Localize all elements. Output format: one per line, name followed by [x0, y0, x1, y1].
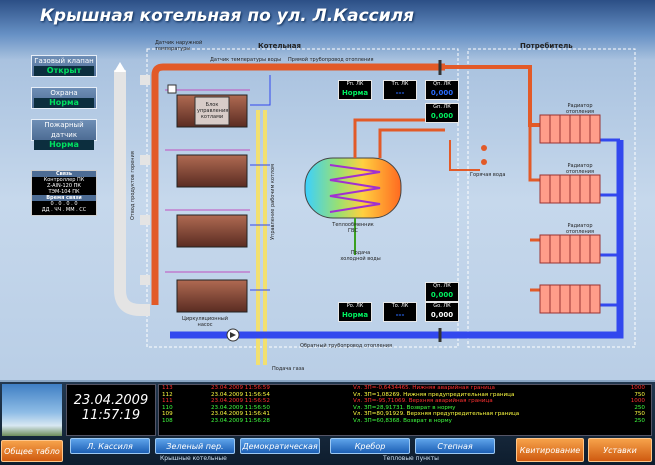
comms-title: Связь — [32, 171, 96, 177]
log-val: 750 — [634, 391, 645, 398]
zone-consumer — [467, 48, 636, 348]
radiator-label-1: Радиатор отопления — [565, 103, 595, 115]
log-id: 109 — [162, 411, 173, 418]
return-line-label: Обратный трубопровод отопления — [300, 343, 393, 349]
log-row[interactable]: 112 23.04.2009 11:56:54 Vл. ЗП=1,08269. Ни… — [159, 392, 651, 399]
app-title: Крышная котельная по ул. Л.Кассиля — [40, 6, 415, 26]
log-val: 750 — [634, 411, 645, 418]
comm-time-title: Время связи — [32, 195, 96, 201]
comm-time-units: ДД . ЧЧ . ММ . СС — [41, 207, 87, 213]
log-msg: Vл. ЗП=28,91731. Возврат в норму — [353, 404, 456, 411]
group-roof-label: Крышные котельные — [160, 455, 227, 462]
acknowledge-button[interactable]: Квитирование — [516, 438, 584, 462]
event-log[interactable]: 113 23.04.2009 11:56:59 Vл. ЗП=-0,6434465.… — [158, 384, 652, 436]
clock-date: 23.04.2009 — [73, 393, 149, 408]
security-panel: Охрана Норма — [31, 87, 97, 109]
log-id: 112 — [162, 391, 173, 398]
log-msg: Vл. ЗП=80,91929. Верхняя предупредительн… — [353, 411, 520, 418]
log-time: 23.04.2009 11:56:28 — [211, 417, 270, 424]
log-time: 23.04.2009 11:56:41 — [211, 411, 270, 418]
clock-panel: 23.04.2009 11:57:19 — [66, 384, 156, 436]
log-msg: Vл. ЗП=-95,71069. Верхняя аварийная гран… — [353, 398, 493, 405]
log-row[interactable]: 113 23.04.2009 11:56:59 Vл. ЗП=-0,6434465.… — [159, 385, 651, 392]
cold-water-label: Подача холодной воды — [340, 250, 381, 262]
log-msg: Vл. ЗП=1,08269. Нижняя предупредительная… — [353, 391, 515, 398]
meter-to: То. ЛК--- — [383, 302, 417, 322]
control-block — [194, 96, 230, 126]
log-time: 23.04.2009 11:56:54 — [211, 391, 270, 398]
log-time: 23.04.2009 11:56:50 — [211, 404, 270, 411]
green-lane-button[interactable]: Зеленый пер. — [155, 438, 235, 454]
section-consumer: Потребитель — [520, 42, 573, 50]
gas-valve-label: Газовый клапан — [34, 57, 94, 65]
supply-line-label: Прямой трубопровод отопления — [288, 57, 374, 63]
log-val: 1000 — [630, 385, 645, 391]
radiators — [539, 114, 601, 314]
boilers — [176, 94, 248, 313]
gas-valve-value: Открыт — [34, 66, 94, 76]
log-id: 108 — [162, 417, 173, 424]
return-pipe — [170, 140, 624, 339]
fire-sensor-label: Пожарный датчик — [44, 121, 84, 139]
clock-time: 11:57:19 — [81, 408, 141, 423]
hot-water-label: Горячая вода — [470, 172, 506, 178]
log-val: 250 — [634, 417, 645, 424]
fire-sensor-panel: Пожарный датчик Норма — [31, 119, 97, 150]
gas-valve-panel: Газовый клапан Открыт — [31, 55, 97, 77]
radiator-label-3: Радиатор отопления — [565, 223, 595, 235]
heat-exchanger-label: Теплообменник ГВС — [332, 222, 374, 234]
meter-tp: Тп. ЛК--- — [383, 80, 417, 100]
log-msg: Vл. ЗП=-0,6434465. Нижняя аварийная гран… — [353, 385, 495, 391]
krebor-button[interactable]: Кребор — [330, 438, 410, 454]
radiator-label-2: Радиатор отопления — [565, 163, 595, 175]
working-control-label: Управление рабочим котлом — [270, 164, 276, 240]
kassil-button[interactable]: Л. Кассиля — [70, 438, 150, 454]
security-value: Норма — [34, 98, 94, 108]
zone-boiler-room — [146, 48, 459, 348]
controller-2: Z-AIN-120 ПК — [47, 183, 81, 189]
settings-button[interactable]: Уставки — [588, 438, 652, 462]
log-id: 110 — [162, 404, 173, 411]
supply-pipe — [151, 63, 445, 305]
section-boiler-room: Котельная — [258, 42, 301, 50]
mimic-scene: Крышная котельная по ул. Л.Кассиля Котел… — [0, 0, 655, 380]
control-block-label: Блок управления котлами — [197, 102, 229, 120]
pipe-diagram — [114, 48, 636, 365]
group-heat-label: Тепловые пункты — [383, 455, 439, 462]
stepnaya-button[interactable]: Степная — [415, 438, 495, 454]
log-row[interactable]: 111 23.04.2009 11:56:52 Vл. ЗП=-95,71069. … — [159, 398, 651, 405]
controller-3: ТЭМ-104 ПК — [48, 189, 80, 195]
general-board-button[interactable]: Общее табло — [1, 440, 63, 462]
pump-label: Циркуляционный насос — [182, 316, 228, 328]
flue-pipe — [114, 70, 150, 316]
log-row[interactable]: 110 23.04.2009 11:56:50 Vл. ЗП=28,91731. В… — [159, 405, 651, 412]
comm-time-values: 0 . 0 . 0 . 0 — [50, 201, 78, 207]
fire-sensor-value: Норма — [34, 140, 94, 150]
sky-thumbnail — [2, 384, 62, 436]
log-msg: Vл. ЗП=60,8368. Возврат в норму — [353, 417, 452, 424]
controller-1: Контроллер ПК — [43, 177, 85, 183]
water-sensor-label: Датчик температуры воды — [210, 57, 282, 63]
gas-supply-label: Подача газа — [272, 366, 305, 372]
log-val: 250 — [634, 404, 645, 411]
log-id: 113 — [162, 385, 173, 391]
log-time: 23.04.2009 11:56:59 — [211, 385, 270, 391]
flue-label: Отвод продуктов горения — [130, 151, 136, 220]
log-time: 23.04.2009 11:56:52 — [211, 398, 270, 405]
comms-panel: Связь Контроллер ПК Z-AIN-120 ПК ТЭМ-104… — [31, 170, 97, 216]
log-val: 1000 — [630, 398, 645, 405]
log-row[interactable]: 108 23.04.2009 11:56:28 Vл. ЗП=60,8368. Во… — [159, 418, 651, 425]
log-row[interactable]: 109 23.04.2009 11:56:41 Vл. ЗП=80,91929. В… — [159, 411, 651, 418]
security-label: Охрана — [50, 89, 78, 97]
log-id: 111 — [162, 398, 173, 405]
democratic-button[interactable]: Демократическая — [240, 438, 320, 454]
outdoor-sensor-label: Датчик наружной температуры — [155, 40, 203, 52]
